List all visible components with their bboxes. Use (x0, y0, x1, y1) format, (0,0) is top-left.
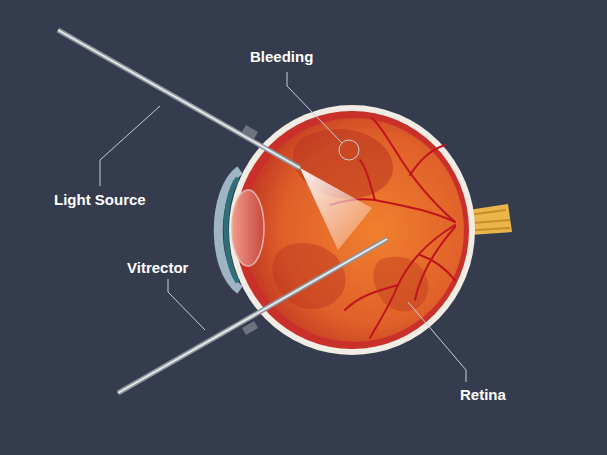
vitrector-probe-highlight (118, 239, 387, 393)
part-label: Vitrector (127, 259, 188, 277)
bleeding-area (293, 129, 393, 198)
trocar-port (242, 321, 258, 335)
sclera (229, 105, 475, 355)
lens (232, 190, 264, 266)
retina-layer (235, 111, 469, 349)
part-label: Bleeding (250, 48, 313, 66)
leader-lines (100, 72, 466, 382)
light-beam (300, 168, 372, 250)
vitrector-probe (118, 239, 387, 393)
vitreous-cavity (244, 118, 464, 342)
trocar-port (242, 125, 258, 139)
part-label: Retina (460, 386, 506, 404)
part-label: Light Source (54, 191, 146, 209)
